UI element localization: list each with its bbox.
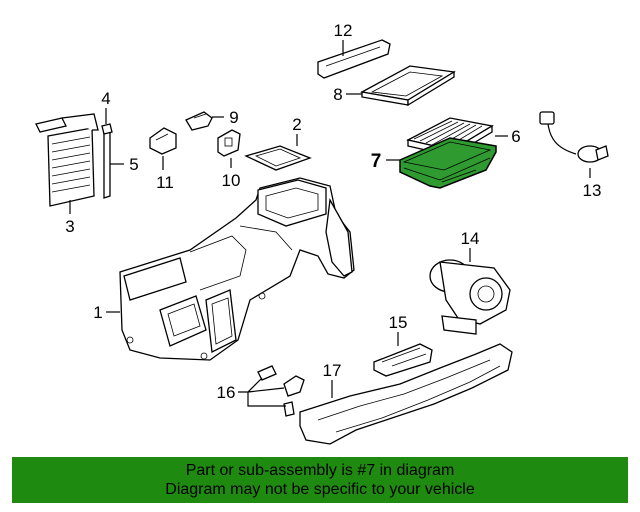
callout-9: 9 xyxy=(229,108,238,127)
part-10-bracket xyxy=(217,129,241,157)
callout-12: 12 xyxy=(334,21,353,40)
callout-13: 13 xyxy=(583,181,602,200)
diagram-notice-banner: Part or sub-assembly is #7 in diagram Di… xyxy=(12,457,628,503)
part-14-blower xyxy=(429,259,511,335)
part-12-duct xyxy=(317,39,391,79)
callout-15: 15 xyxy=(389,313,408,332)
parts-diagram: 12 8 6 7 2 13 9 10 11 4 5 3 1 14 15 16 1… xyxy=(35,21,609,445)
part-16-sensors xyxy=(257,365,305,417)
banner-line-2: Diagram may not be specific to your vehi… xyxy=(165,481,475,498)
callout-3: 3 xyxy=(65,217,74,236)
part-7-housing-highlighted xyxy=(399,137,497,189)
part-11-actuator xyxy=(149,127,177,155)
part-17-floor-duct xyxy=(299,343,513,445)
callout-8: 8 xyxy=(333,85,342,104)
callout-14: 14 xyxy=(461,229,480,248)
part-3-heater-core xyxy=(35,113,99,207)
leader-lines xyxy=(69,40,591,407)
part-4-tube xyxy=(101,123,113,199)
callout-16: 16 xyxy=(217,383,236,402)
callout-6: 6 xyxy=(511,127,520,146)
part-1-hvac-housing xyxy=(119,177,355,361)
callout-17: 17 xyxy=(323,361,342,380)
callout-10: 10 xyxy=(222,171,241,190)
part-13-harness xyxy=(539,111,609,163)
callout-2: 2 xyxy=(292,115,301,134)
callout-1: 1 xyxy=(93,303,102,322)
banner-line-1: Part or sub-assembly is #7 in diagram xyxy=(185,462,455,479)
part-2-gasket xyxy=(244,145,312,171)
callout-5: 5 xyxy=(129,155,138,174)
part-9-clip xyxy=(185,111,213,131)
callout-7: 7 xyxy=(371,151,382,172)
callout-11: 11 xyxy=(156,173,174,192)
part-15-resistor xyxy=(373,343,433,377)
part-8-frame xyxy=(360,65,456,107)
callout-4: 4 xyxy=(101,89,110,108)
